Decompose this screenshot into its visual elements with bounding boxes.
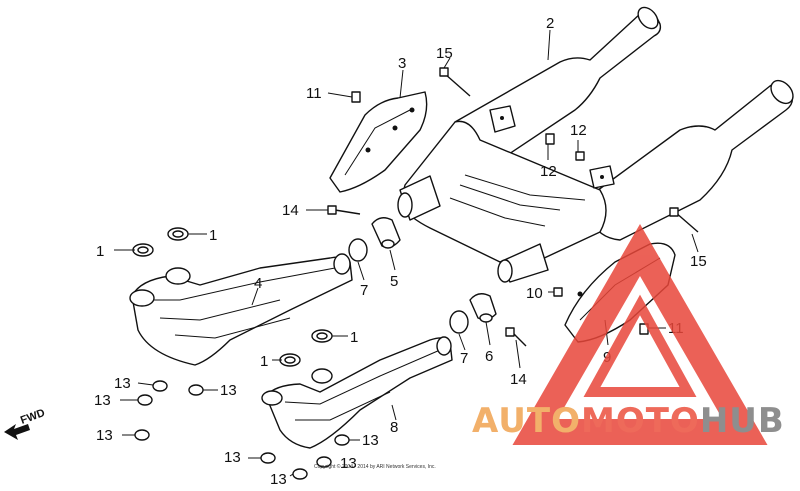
part-4-exhaust-pipe bbox=[129, 253, 353, 366]
callout-13-b: 13 bbox=[94, 392, 111, 409]
callout-14-b: 14 bbox=[510, 371, 527, 388]
callout-10: 10 bbox=[526, 285, 543, 302]
callout-6: 6 bbox=[485, 348, 493, 365]
gaskets bbox=[132, 227, 333, 367]
callout-1-b: 1 bbox=[209, 227, 217, 244]
copyright-notice: Copyright © 2004 - 2014 by ARI Network S… bbox=[314, 463, 436, 470]
callout-12-b: 12 bbox=[540, 163, 557, 180]
watermark-triangle-logo bbox=[512, 223, 768, 445]
callout-13-a: 13 bbox=[114, 375, 131, 392]
callout-13-h: 13 bbox=[340, 455, 357, 472]
clamps-and-joints bbox=[348, 217, 497, 334]
callout-2: 2 bbox=[546, 15, 554, 32]
callout-4: 4 bbox=[254, 275, 262, 292]
watermark-brand-text: AUTOMOTOHUB bbox=[472, 404, 785, 438]
part-2-muffler-assembly bbox=[397, 6, 794, 283]
callout-1-d: 1 bbox=[260, 353, 268, 370]
fasteners bbox=[134, 67, 699, 480]
callout-11-a: 11 bbox=[306, 85, 322, 102]
callout-13-g: 13 bbox=[270, 471, 287, 488]
callout-8: 8 bbox=[390, 419, 398, 436]
callout-1-c: 1 bbox=[350, 329, 358, 346]
callout-14-a: 14 bbox=[282, 202, 299, 219]
watermark-auto: AUTO bbox=[472, 401, 581, 441]
watermark-hub: HUB bbox=[699, 401, 785, 441]
callout-3: 3 bbox=[398, 55, 406, 72]
watermark-moto: MOTO bbox=[580, 401, 700, 441]
callout-13-e: 13 bbox=[362, 432, 379, 449]
fwd-arrow: FWD bbox=[4, 407, 47, 440]
callout-5: 5 bbox=[390, 273, 398, 290]
fwd-label: FWD bbox=[19, 407, 47, 427]
callout-15-b: 15 bbox=[690, 253, 707, 270]
callout-7-b: 7 bbox=[460, 350, 468, 367]
callout-7-a: 7 bbox=[360, 282, 368, 299]
callout-1-a: 1 bbox=[96, 243, 104, 260]
part-8-exhaust-pipe bbox=[261, 336, 453, 449]
part-3-protector bbox=[329, 91, 428, 193]
callout-13-f: 13 bbox=[224, 449, 241, 466]
callout-12-a: 12 bbox=[570, 122, 587, 139]
callout-15-a: 15 bbox=[436, 45, 453, 62]
callout-13-d: 13 bbox=[96, 427, 113, 444]
leader-lines bbox=[114, 29, 699, 477]
callout-labels: 1 1 1 1 2 3 4 5 6 7 7 8 9 10 11 11 12 12… bbox=[94, 15, 707, 488]
callout-13-c: 13 bbox=[220, 382, 237, 399]
